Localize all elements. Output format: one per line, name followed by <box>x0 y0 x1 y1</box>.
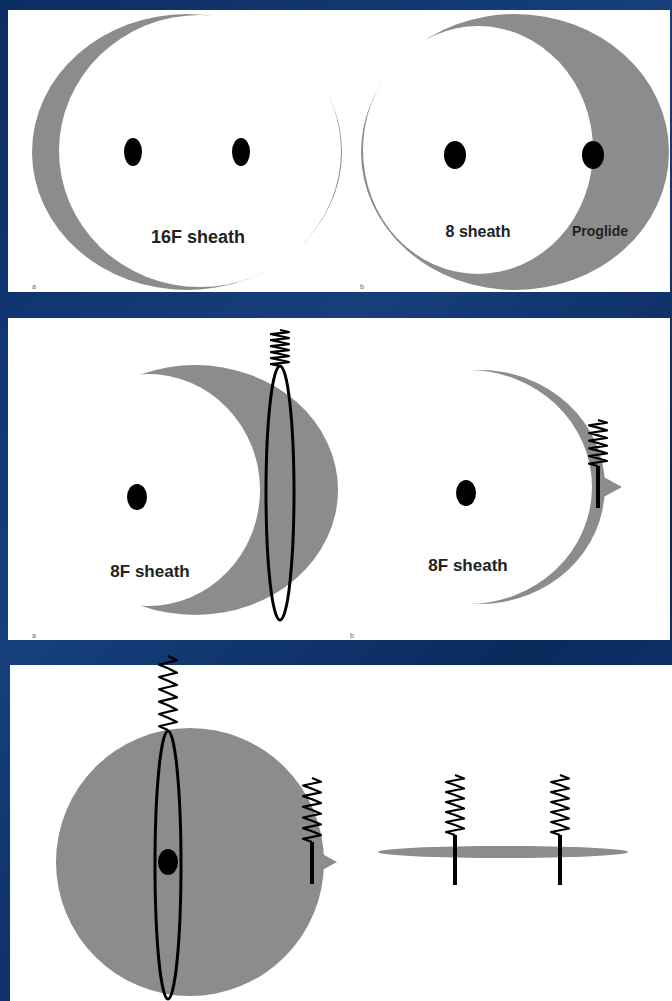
knot-bar <box>558 835 562 885</box>
knot-bar <box>453 835 457 885</box>
panel-letter: a <box>32 632 36 640</box>
sheath-label: 8 sheath <box>446 223 511 241</box>
sheath-circle <box>36 374 260 606</box>
suture-dot <box>127 484 147 510</box>
panel <box>10 665 672 1001</box>
knot-coil <box>303 778 321 842</box>
knot-bar <box>310 842 314 884</box>
suture-dot <box>232 138 250 166</box>
sheath-label: Proglide <box>572 224 628 239</box>
knot-coils <box>159 330 607 842</box>
sheath-circle <box>59 15 341 287</box>
suture-dot <box>456 480 476 506</box>
suture-dot <box>444 141 466 169</box>
panel-letter: b <box>360 283 364 291</box>
knot-coil <box>551 775 569 835</box>
suture-dot <box>158 849 178 875</box>
panel <box>8 318 670 640</box>
sheath-label: 8F sheath <box>428 557 507 576</box>
suture-loop <box>266 366 294 620</box>
suture-dot <box>582 141 604 169</box>
sheath-circle <box>363 26 593 274</box>
vessel-hole <box>361 14 669 290</box>
knot-bar <box>596 466 600 508</box>
suture-loop <box>155 731 181 999</box>
panel <box>8 10 670 292</box>
panel-letter: b <box>350 632 354 640</box>
knot-coil <box>446 775 464 835</box>
vessel-hole <box>32 14 342 290</box>
sheath-label: 8F sheath <box>110 563 189 582</box>
sheath-label: 16F sheath <box>151 228 245 248</box>
knot-coil <box>159 656 177 730</box>
knot-coil <box>589 420 607 466</box>
sheath-circle <box>344 370 592 604</box>
panel-letter: a <box>32 283 36 291</box>
suture-dot <box>124 138 142 166</box>
closed-hole <box>378 846 628 858</box>
knot-coil <box>271 330 289 366</box>
vessel-hole <box>56 728 324 996</box>
